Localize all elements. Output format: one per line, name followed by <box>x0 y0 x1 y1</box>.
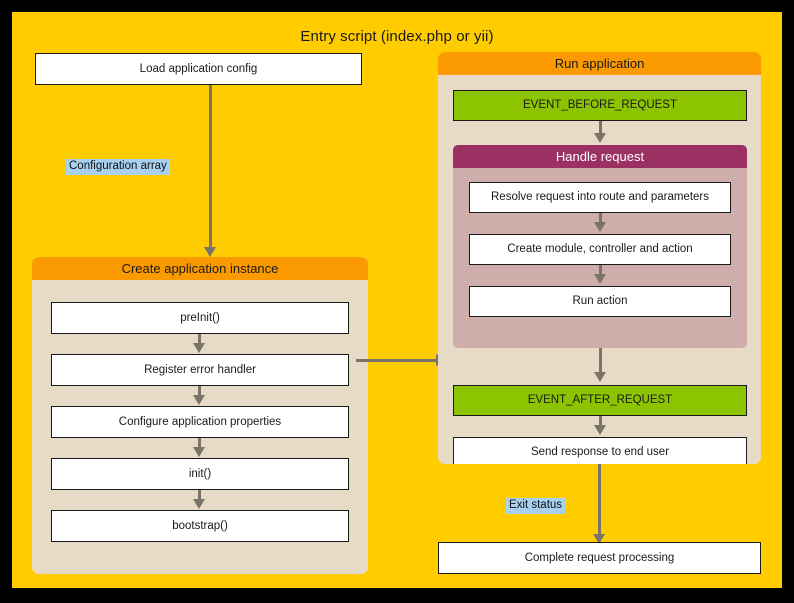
complete-request-processing-box[interactable]: Complete request processing <box>438 542 761 574</box>
arrow-shaft <box>599 121 602 137</box>
step-init[interactable]: init() <box>51 458 349 490</box>
arrow-shaft <box>599 265 602 277</box>
arrow-shaft <box>598 464 601 540</box>
run-application-body: EVENT_BEFORE_REQUEST Handle request Reso… <box>438 75 761 464</box>
arrow-head <box>193 499 205 509</box>
create-application-instance-group: Create application instance preInit() Re… <box>32 257 368 574</box>
event-before-request-box[interactable]: EVENT_BEFORE_REQUEST <box>453 90 747 121</box>
arrow-shaft <box>198 490 201 501</box>
arrow-head <box>594 133 606 143</box>
arrow-shaft <box>599 416 602 428</box>
arrow-head <box>593 534 605 544</box>
step-create-module-controller-action[interactable]: Create module, controller and action <box>469 234 731 265</box>
create-application-instance-body: preInit() Register error handler Configu… <box>32 280 368 574</box>
arrow-shaft <box>198 386 201 397</box>
load-application-config-box[interactable]: Load application config <box>35 53 362 85</box>
arrow-head <box>193 447 205 457</box>
arrow-head <box>204 247 216 257</box>
entry-script-panel: Entry script (index.php or yii) Load app… <box>12 12 782 588</box>
arrow-shaft <box>198 334 201 345</box>
handle-request-header: Handle request <box>453 145 747 168</box>
run-application-group: Run application EVENT_BEFORE_REQUEST Han… <box>438 52 761 464</box>
arrow-shaft <box>209 85 212 249</box>
arrow-head <box>193 395 205 405</box>
handle-request-group: Handle request Resolve request into rout… <box>453 145 747 348</box>
step-run-action[interactable]: Run action <box>469 286 731 317</box>
step-preinit[interactable]: preInit() <box>51 302 349 334</box>
arrow-head <box>193 343 205 353</box>
edge-label-configuration-array: Configuration array <box>66 159 170 176</box>
arrow-head <box>594 274 606 284</box>
page-title: Entry script (index.php or yii) <box>300 28 494 45</box>
step-register-error-handler[interactable]: Register error handler <box>51 354 349 386</box>
step-bootstrap[interactable]: bootstrap() <box>51 510 349 542</box>
arrow-head <box>594 425 606 435</box>
send-response-box[interactable]: Send response to end user <box>453 437 747 464</box>
arrow-shaft <box>356 359 438 362</box>
arrow-shaft <box>599 348 602 377</box>
arrow-head <box>594 222 606 232</box>
arrow-shaft <box>198 438 201 449</box>
edge-label-exit-status: Exit status <box>506 498 566 515</box>
event-after-request-box[interactable]: EVENT_AFTER_REQUEST <box>453 385 747 416</box>
create-application-instance-header: Create application instance <box>32 257 368 280</box>
run-application-header: Run application <box>438 52 761 75</box>
handle-request-body: Resolve request into route and parameter… <box>453 168 747 348</box>
arrow-shaft <box>599 213 602 225</box>
arrow-head <box>594 372 606 382</box>
step-resolve-request[interactable]: Resolve request into route and parameter… <box>469 182 731 213</box>
step-configure-application-properties[interactable]: Configure application properties <box>51 406 349 438</box>
